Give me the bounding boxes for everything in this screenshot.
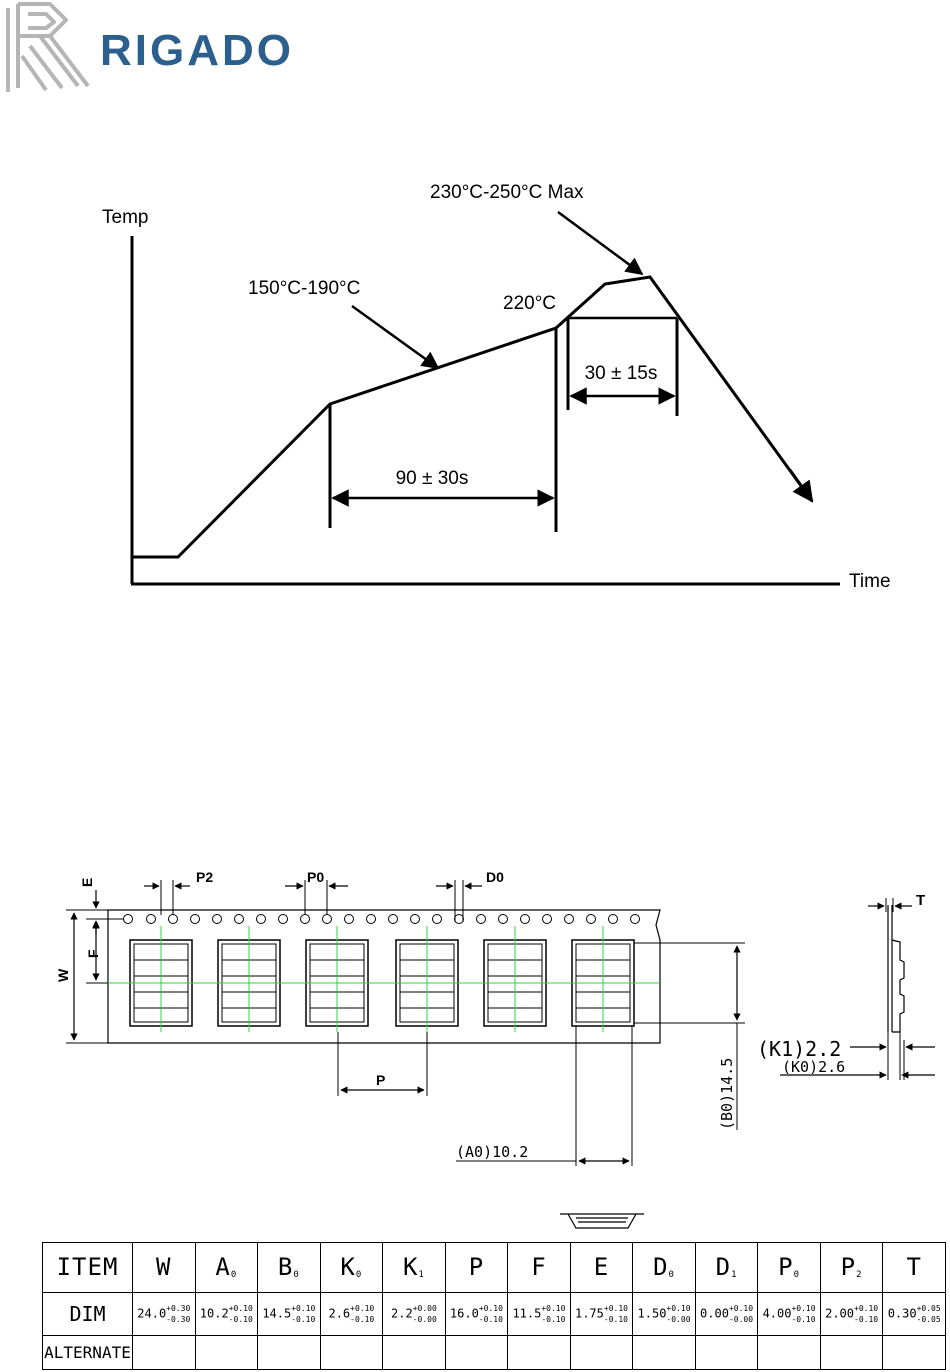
dim-value-cell: 10.2+0.10-0.10 xyxy=(194,1291,259,1336)
column-header: D1 xyxy=(694,1242,759,1293)
column-header: T xyxy=(882,1242,946,1293)
column-header: D0 xyxy=(632,1242,696,1293)
column-header: P0 xyxy=(757,1242,821,1293)
column-header: B0 xyxy=(257,1242,321,1293)
alternate-value-cell xyxy=(194,1334,259,1371)
temp-axis-label: Temp xyxy=(102,207,148,228)
column-header: K1 xyxy=(382,1242,446,1293)
preheat-time-label: 90 ± 30s xyxy=(396,468,469,489)
d0-label: D0 xyxy=(486,869,504,885)
dim-value-cell: 11.5+0.10-0.10 xyxy=(507,1291,571,1336)
alternate-value-cell xyxy=(632,1334,696,1371)
dim-value-cell: 2.00+0.10-0.10 xyxy=(819,1291,884,1336)
tape-side-profile xyxy=(887,905,905,1033)
dim-value-cell: 1.75+0.10-0.10 xyxy=(569,1291,634,1336)
dim-value-cell: 16.0+0.10-0.10 xyxy=(444,1291,509,1336)
f-label: F xyxy=(85,949,101,958)
alternate-value-cell xyxy=(382,1334,446,1371)
dim-row-label: DIM xyxy=(42,1291,133,1336)
dim-value-cell: 4.00+0.10-0.10 xyxy=(757,1291,821,1336)
p0-label: P0 xyxy=(307,869,324,885)
dim-value-cell: 0.30+0.05-0.05 xyxy=(882,1291,946,1336)
column-header: W xyxy=(132,1242,196,1293)
alternate-value-cell xyxy=(819,1334,884,1371)
pocket-cross-section xyxy=(560,1213,644,1229)
alternate-value-cell xyxy=(132,1334,196,1371)
dim-value-cell: 0.00+0.10-0.00 xyxy=(694,1291,759,1336)
dim-value-cell: 14.5+0.10-0.10 xyxy=(257,1291,321,1336)
column-header: K0 xyxy=(319,1242,384,1293)
column-header: A0 xyxy=(194,1242,259,1293)
sprocket-holes xyxy=(123,914,640,924)
alternate-row-label: ALTERNATE xyxy=(42,1334,133,1371)
rigado-logo-text: RIGADO xyxy=(100,26,294,75)
time-axis-label: Time xyxy=(849,571,891,592)
a0-label: (A0)10.2 xyxy=(456,1143,528,1161)
alternate-value-cell xyxy=(507,1334,571,1371)
alternate-value-cell xyxy=(319,1334,384,1371)
p2-label: P2 xyxy=(196,869,213,885)
dim-value-cell: 2.6+0.10-0.10 xyxy=(319,1291,384,1336)
rigado-logo-mark xyxy=(6,2,90,92)
alternate-value-cell xyxy=(444,1334,509,1371)
table-alternate-row: ALTERNATE xyxy=(42,1334,946,1371)
column-header: P2 xyxy=(819,1242,884,1293)
alternate-value-cell xyxy=(694,1334,759,1371)
center-guide-lines xyxy=(108,926,660,1032)
alternate-value-cell xyxy=(757,1334,821,1371)
k1-label: (K1)2.2 xyxy=(757,1037,841,1061)
alternate-value-cell xyxy=(257,1334,321,1371)
peak-temp-label: 230°C-250°C Max xyxy=(430,182,584,203)
liquidus-time-label: 30 ± 15s xyxy=(585,363,658,384)
dim-value-cell: 1.50+0.10-0.00 xyxy=(632,1291,696,1336)
column-header-item: ITEM xyxy=(42,1242,133,1293)
peak-leader-arrow xyxy=(557,210,644,276)
alternate-value-cell xyxy=(882,1334,946,1371)
rigado-logo: RIGADO xyxy=(0,0,380,100)
e-label: E xyxy=(79,878,95,887)
dim-value-cell: 24.0+0.30-0.30 xyxy=(132,1291,196,1336)
dim-value-cell: 2.2+0.00-0.00 xyxy=(382,1291,446,1336)
carrier-tape-drawing: W F E P2 P0 D0 P (B0)14.5 (A0)10.2 T xyxy=(55,869,935,1229)
column-header: P xyxy=(444,1242,509,1293)
t-label: T xyxy=(916,892,925,909)
preheat-temp-label: 150°C-190°C xyxy=(248,278,360,299)
k0-label: (K0)2.6 xyxy=(782,1058,845,1076)
reflow-profile-curve xyxy=(132,275,814,559)
column-header: F xyxy=(507,1242,571,1293)
preheat-leader-arrow xyxy=(351,304,440,370)
p-label: P xyxy=(376,1072,385,1088)
reflow-profile-diagram: Temp Time 90 ± 30s 30 ± 15s 150°C-190°C … xyxy=(102,182,891,592)
w-label: W xyxy=(55,968,71,982)
b0-label: (B0)14.5 xyxy=(718,1058,736,1130)
alternate-value-cell xyxy=(569,1334,634,1371)
column-header: E xyxy=(569,1242,634,1293)
cooling-arrow xyxy=(788,469,814,503)
liquidus-temp-label: 220°C xyxy=(503,293,556,314)
